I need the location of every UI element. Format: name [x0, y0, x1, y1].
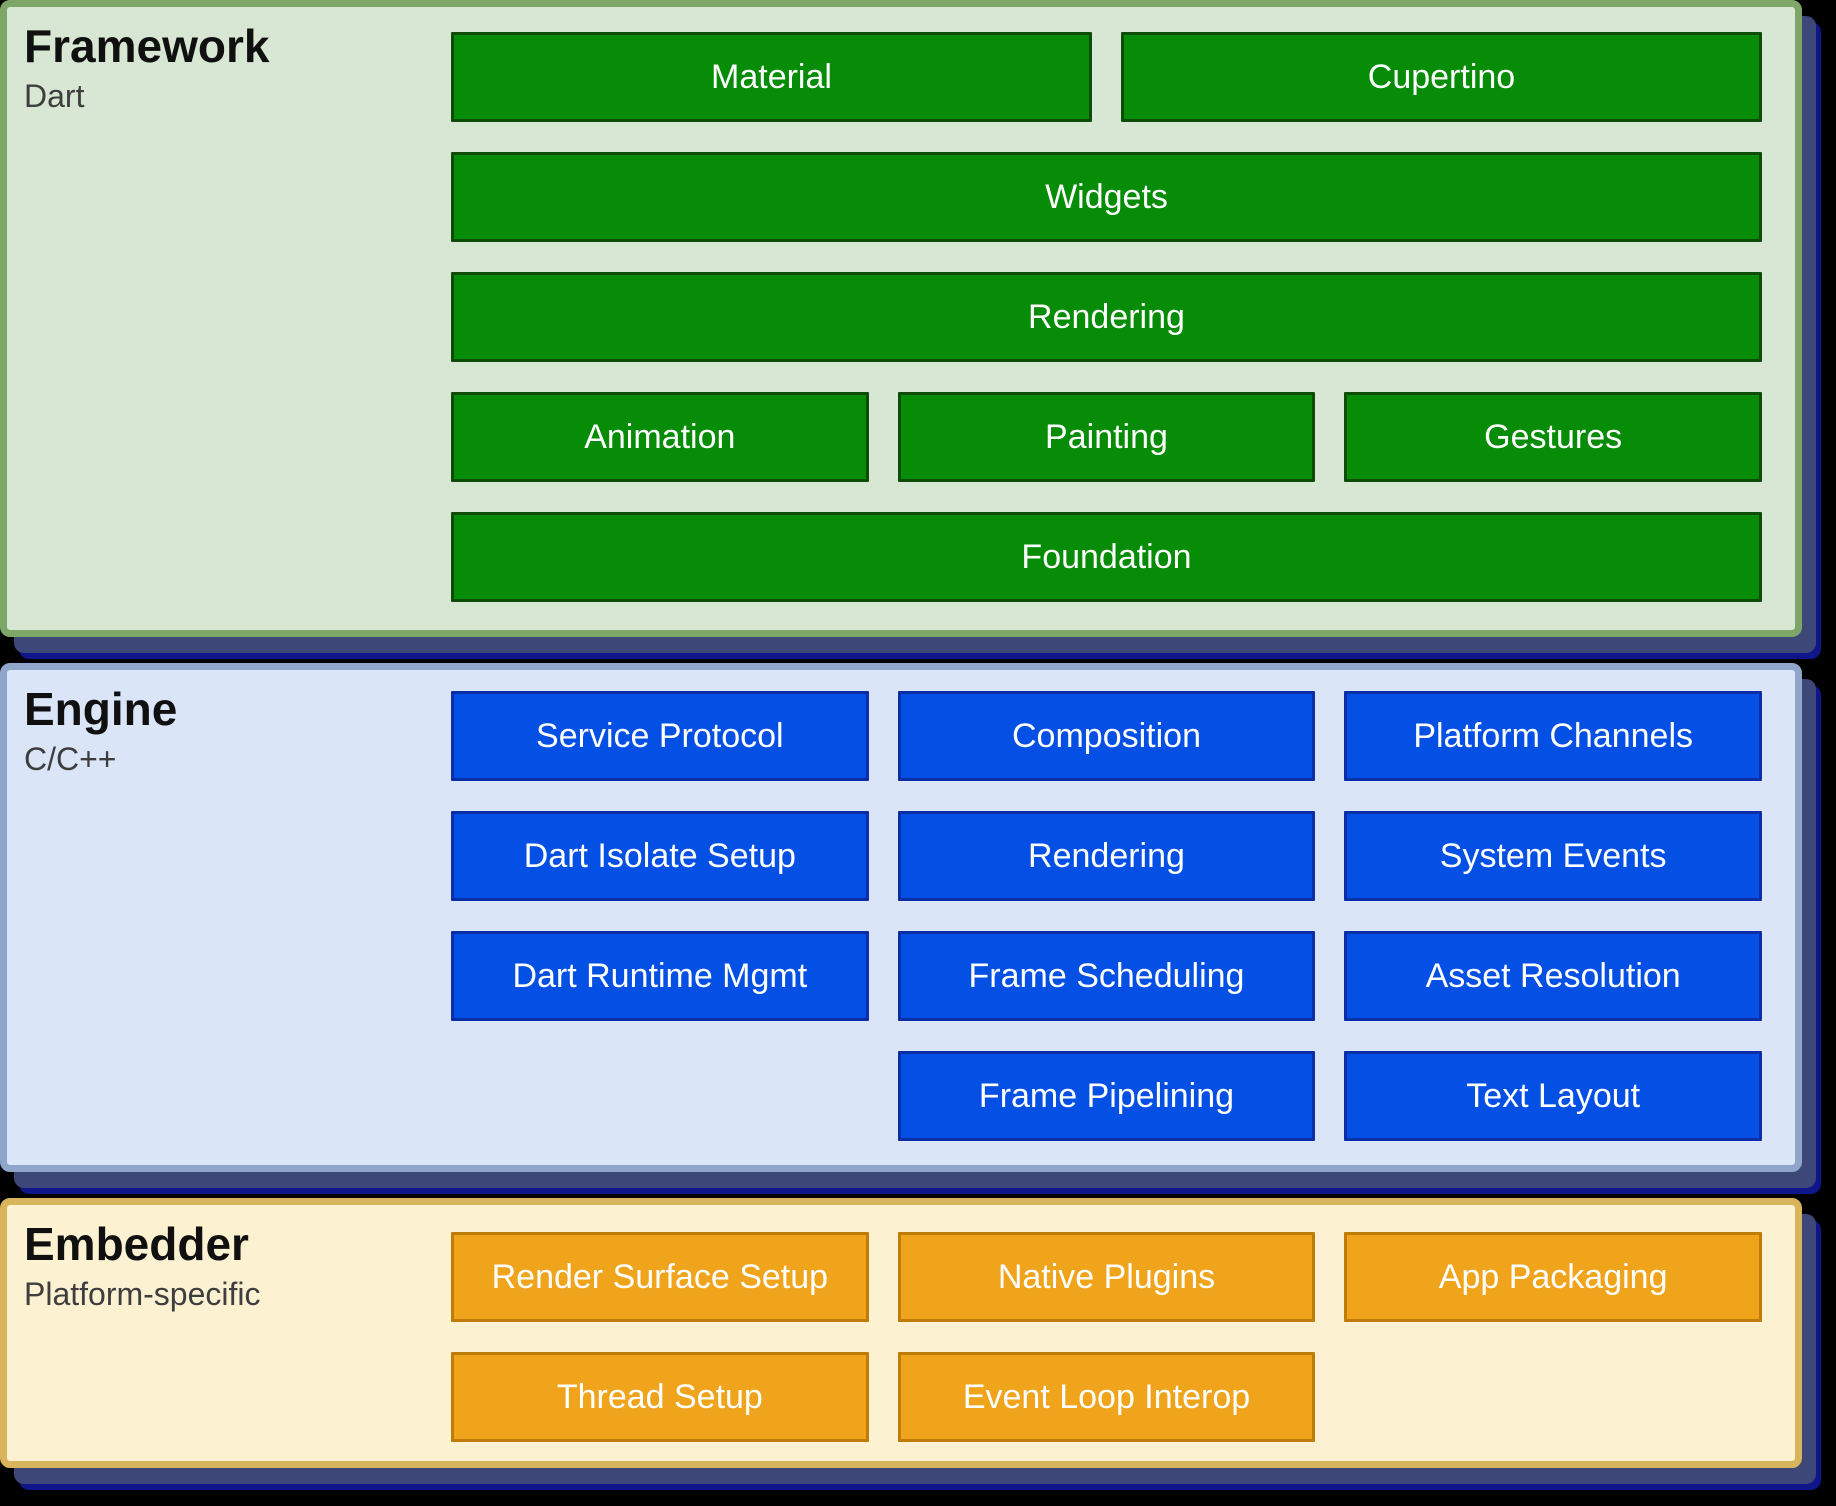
embedder-subtitle: Platform-specific: [24, 1276, 261, 1313]
layer-box-render-surface-setup: Render Surface Setup: [451, 1232, 869, 1322]
layer-box-rendering: Rendering: [451, 272, 1762, 362]
layer-box-thread-setup: Thread Setup: [451, 1352, 869, 1442]
layer-box-text-layout: Text Layout: [1344, 1051, 1762, 1141]
framework-panel-head: Framework Dart: [24, 19, 269, 115]
engine-title: Engine: [24, 683, 178, 735]
layer-box-asset-resolution: Asset Resolution: [1344, 931, 1762, 1021]
framework-subtitle: Dart: [24, 78, 85, 115]
layer-box-foundation: Foundation: [451, 512, 1762, 602]
framework-panel: Framework Dart Material Cupertino Widget…: [0, 0, 1802, 637]
layer-box-dart-runtime-mgmt: Dart Runtime Mgmt: [451, 931, 869, 1021]
layer-box-engine-rendering: Rendering: [897, 811, 1316, 901]
framework-boxes: Material Cupertino Widgets Rendering Ani…: [451, 32, 1762, 602]
layer-box-app-packaging: App Packaging: [1344, 1232, 1762, 1322]
layer-box-system-events: System Events: [1344, 811, 1762, 901]
engine-panel: Engine C/C++ Service Protocol Compositio…: [0, 663, 1802, 1172]
layer-box-gestures: Gestures: [1344, 392, 1762, 482]
layer-box-frame-scheduling: Frame Scheduling: [897, 931, 1316, 1021]
engine-subtitle: C/C++: [24, 741, 117, 778]
layer-box-composition: Composition: [897, 691, 1316, 781]
engine-panel-head: Engine C/C++: [24, 682, 177, 778]
layer-box-frame-pipelining: Frame Pipelining: [897, 1051, 1316, 1141]
layer-box-cupertino: Cupertino: [1120, 32, 1762, 122]
layer-box-painting: Painting: [897, 392, 1316, 482]
embedder-title: Embedder: [24, 1218, 249, 1270]
embedder-panel: Embedder Platform-specific Render Surfac…: [0, 1198, 1802, 1468]
layer-box-animation: Animation: [451, 392, 869, 482]
layer-box-event-loop-interop: Event Loop Interop: [897, 1352, 1316, 1442]
embedder-panel-head: Embedder Platform-specific: [24, 1217, 261, 1313]
layer-box-dart-isolate-setup: Dart Isolate Setup: [451, 811, 869, 901]
layer-box-platform-channels: Platform Channels: [1344, 691, 1762, 781]
embedder-boxes: Render Surface Setup Native Plugins App …: [451, 1232, 1762, 1442]
layer-box-material: Material: [451, 32, 1092, 122]
layer-box-service-protocol: Service Protocol: [451, 691, 869, 781]
layer-box-widgets: Widgets: [451, 152, 1762, 242]
engine-boxes: Service Protocol Composition Platform Ch…: [451, 691, 1762, 1141]
layer-box-native-plugins: Native Plugins: [897, 1232, 1316, 1322]
framework-title: Framework: [24, 20, 270, 72]
